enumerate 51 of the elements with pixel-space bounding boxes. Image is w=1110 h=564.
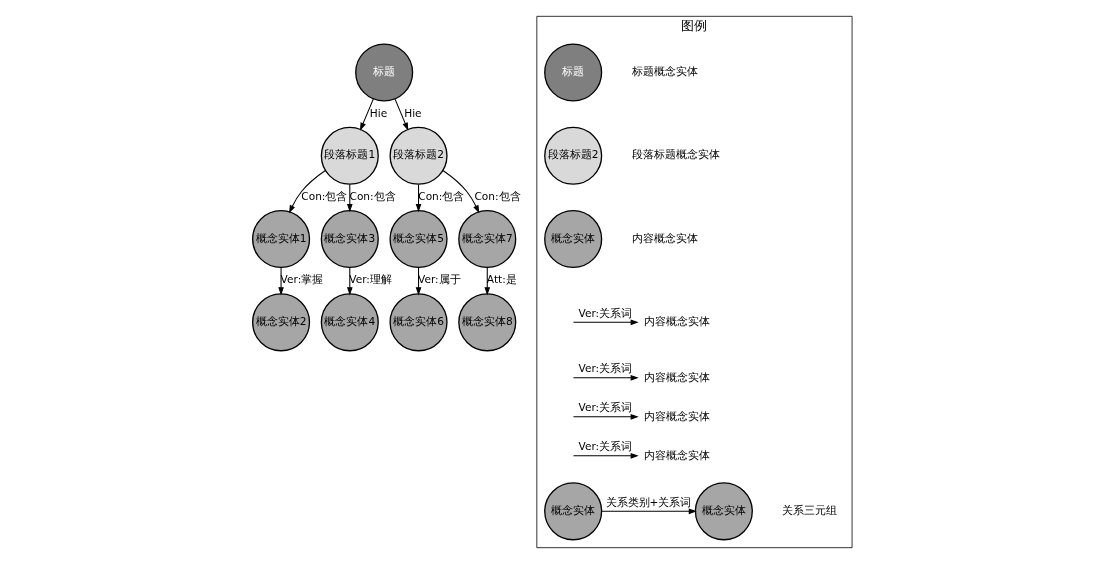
edge-label: Con:包含	[301, 189, 348, 202]
edge-label: Ver:属于	[418, 273, 461, 286]
node-text: 内容概念实体	[643, 370, 710, 384]
edge-label: Con:包含	[418, 189, 465, 202]
arrow	[278, 267, 284, 296]
node-circle: 标题	[544, 43, 603, 102]
edge-label: 关系类别+关系词	[605, 495, 692, 508]
edge-label: Ver:关系词	[578, 362, 633, 375]
arrow	[572, 319, 639, 326]
node-text: 内容概念实体	[643, 409, 710, 423]
node-label: 标题概念实体	[632, 65, 699, 79]
node-circle: 概念实体3	[320, 209, 379, 269]
arrow	[415, 267, 422, 296]
node-circle: 概念实体6	[389, 293, 448, 352]
node-circle: 概念实体5	[389, 209, 448, 269]
edge-label: Ver:关系词	[578, 401, 633, 414]
node-circle: 概念实体4	[320, 293, 379, 352]
arrow	[572, 414, 639, 420]
arrow	[289, 169, 326, 214]
arrow	[394, 98, 409, 131]
edge-label: Hie	[404, 106, 422, 119]
arrow	[572, 453, 639, 459]
arrow	[415, 183, 422, 213]
edge-label: Con:包含	[474, 189, 521, 202]
node-circle: 概念实体2	[252, 293, 311, 352]
arrow	[572, 375, 639, 381]
node-circle: 标题	[355, 43, 414, 102]
node-text: 内容概念实体	[643, 448, 710, 462]
node-circle: 概念实体	[694, 482, 753, 541]
arrow	[442, 169, 480, 214]
node-circle: 概念实体7	[458, 209, 517, 269]
node-text: 内容概念实体	[643, 315, 710, 329]
arrow	[601, 508, 697, 515]
arrow	[484, 267, 491, 296]
node-circle: 段落标题2	[544, 126, 603, 185]
arrow	[346, 267, 353, 296]
arrow	[346, 183, 353, 213]
node-label: 关系三元组	[782, 504, 838, 518]
edge-label: Hie	[369, 106, 388, 119]
node-label: 段落标题概念实体	[632, 148, 721, 162]
node-circle: 概念实体1	[252, 209, 311, 269]
node-circle: 概念实体	[544, 209, 603, 269]
edge-label: Ver:关系词	[578, 306, 633, 319]
arrow	[360, 98, 374, 131]
node-circle: 概念实体8	[458, 293, 517, 352]
node-circle: 概念实体	[544, 482, 603, 541]
node-circle: 段落标题2	[389, 126, 448, 185]
node-circle: 段落标题1	[320, 126, 379, 185]
edge-label: Con:包含	[349, 189, 396, 202]
node-label: 内容概念实体	[632, 231, 699, 245]
edge-label: Ver:关系词	[578, 440, 633, 453]
